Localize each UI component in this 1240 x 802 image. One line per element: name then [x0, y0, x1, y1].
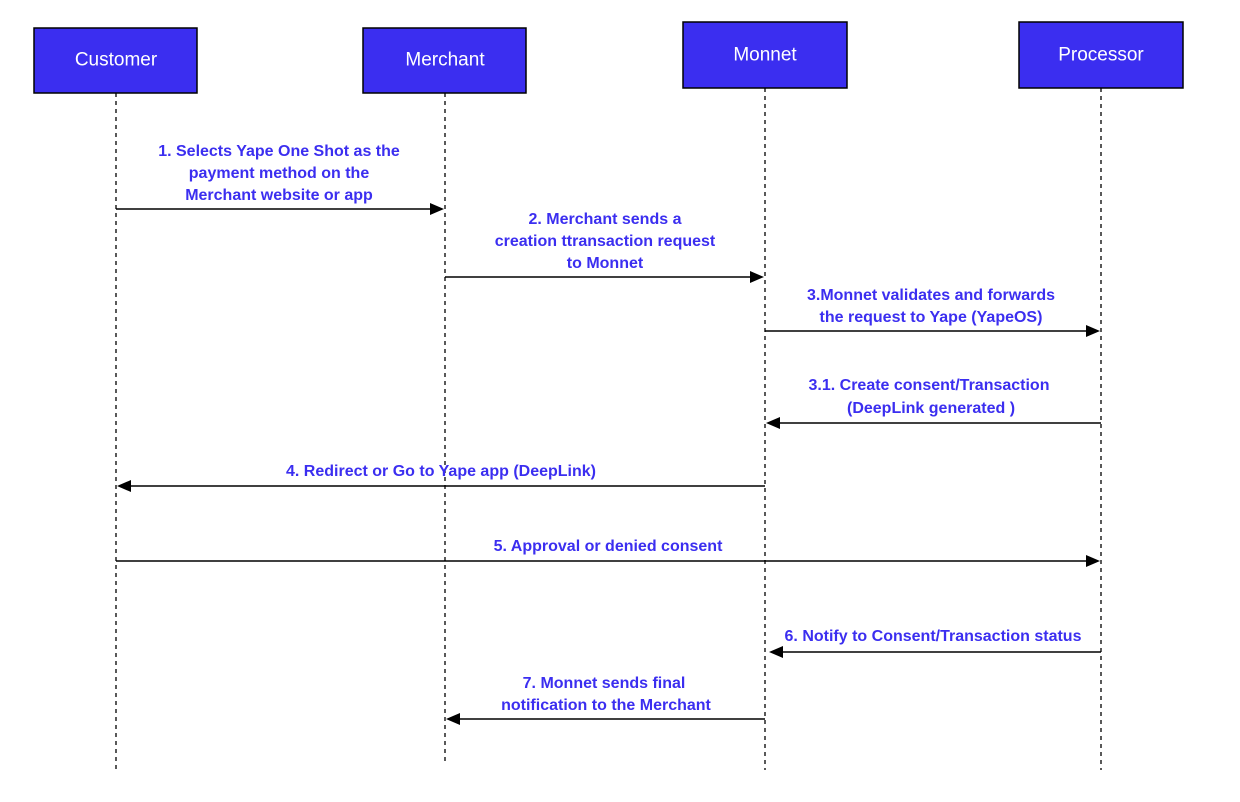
actor-merchant-label: Merchant [405, 50, 485, 71]
message-3-1-line-1: 3.1. Create consent/Transaction [809, 377, 1050, 394]
actor-customer-label: Customer [75, 50, 158, 71]
message-7: 7. Monnet sends final notification to th… [446, 675, 765, 725]
message-2-line-3: to Monnet [567, 255, 644, 272]
message-2: 2. Merchant sends a creation ttransactio… [445, 211, 764, 283]
actor-processor: Processor [1018, 21, 1184, 89]
actor-processor-label: Processor [1058, 45, 1144, 66]
actor-customer: Customer [33, 27, 198, 94]
actor-monnet-label: Monnet [733, 45, 797, 66]
arrowhead-left-icon [446, 713, 460, 725]
message-3-line-2: the request to Yape (YapeOS) [820, 309, 1043, 326]
message-5-line-1: 5. Approval or denied consent [494, 538, 723, 555]
message-6: 6. Notify to Consent/Transaction status [769, 628, 1101, 658]
message-3-1-line-2: (DeepLink generated ) [847, 400, 1015, 417]
message-6-line-1: 6. Notify to Consent/Transaction status [785, 628, 1082, 645]
message-3: 3.Monnet validates and forwards the requ… [765, 287, 1100, 337]
arrowhead-right-icon [430, 203, 444, 215]
message-2-line-1: 2. Merchant sends a [529, 211, 682, 228]
message-1-line-2: payment method on the [189, 165, 370, 182]
message-5: 5. Approval or denied consent [116, 538, 1100, 567]
message-1-line-1: 1. Selects Yape One Shot as the [158, 143, 400, 160]
arrowhead-right-icon [750, 271, 764, 283]
arrowhead-left-icon [117, 480, 131, 492]
arrowhead-right-icon [1086, 325, 1100, 337]
message-3-line-1: 3.Monnet validates and forwards [807, 287, 1055, 304]
arrowhead-left-icon [766, 417, 780, 429]
message-4-line-1: 4. Redirect or Go to Yape app (DeepLink) [286, 463, 596, 480]
message-1: 1. Selects Yape One Shot as the payment … [116, 143, 444, 215]
message-1-line-3: Merchant website or app [185, 187, 373, 204]
arrowhead-right-icon [1086, 555, 1100, 567]
arrowhead-left-icon [769, 646, 783, 658]
message-2-line-2: creation ttransaction request [495, 233, 716, 250]
actor-merchant: Merchant [362, 27, 527, 94]
actor-monnet: Monnet [682, 21, 848, 89]
message-4: 4. Redirect or Go to Yape app (DeepLink) [117, 463, 765, 492]
message-7-line-2: notification to the Merchant [501, 697, 711, 714]
message-7-line-1: 7. Monnet sends final [523, 675, 686, 692]
message-3-1: 3.1. Create consent/Transaction (DeepLin… [766, 377, 1101, 429]
